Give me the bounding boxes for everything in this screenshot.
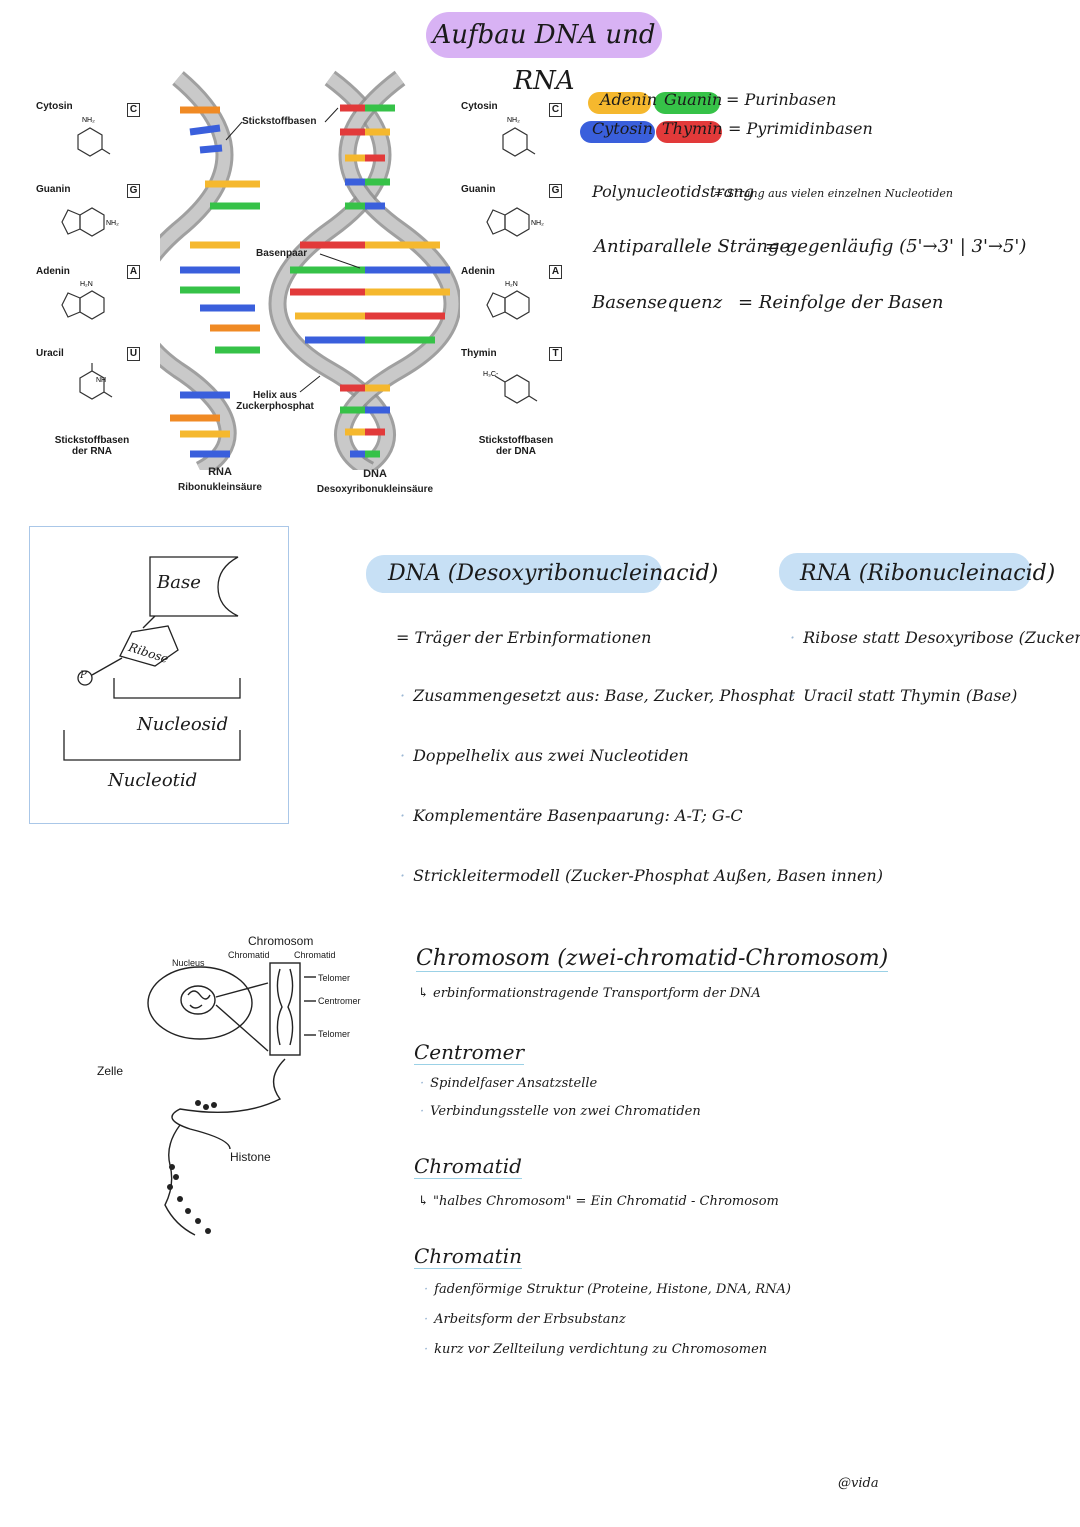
dna-bases-caption-1: Stickstoffbasen: [478, 435, 554, 446]
stickstoffbasen-label: Stickstoffbasen: [242, 116, 317, 127]
dna-item: ·Zusammengesetzt aus: Base, Zucker, Phos…: [400, 686, 795, 705]
dna-item: = Träger der Erbinformationen: [396, 628, 652, 647]
dna-guanin-label: Guanin: [461, 184, 496, 195]
note-purin: = Purinbasen: [726, 90, 837, 109]
rna-guanin-label: Guanin: [36, 184, 71, 195]
adenin-highlight: [588, 92, 651, 114]
nh2-label: NH₂: [531, 220, 544, 227]
dna-thymin-letter: T: [549, 347, 562, 361]
note-seq-def: = Reinfolge der Basen: [738, 292, 944, 313]
zelle-label: Zelle: [97, 1064, 124, 1078]
centromer-item: ·Spindelfaser Ansatzstelle: [420, 1076, 598, 1091]
nucleotid-label: Nucleotid: [108, 770, 198, 791]
chromosom-label: Chromosom: [248, 934, 314, 948]
nucleotide-diagram: [63, 556, 241, 761]
rna-helix-title: RNA: [208, 466, 232, 478]
signature: @vida: [838, 1476, 879, 1491]
chromatid-subtext: ↳ "halbes Chromosom" = Ein Chromatid - C…: [418, 1194, 779, 1209]
rna-helix-subtitle: Ribonukleinsäure: [178, 482, 262, 493]
nucleosid-label: Nucleosid: [137, 714, 229, 735]
basenpaar-label: Basenpaar: [256, 248, 308, 259]
chromatin-heading: Chromatin: [414, 1244, 522, 1269]
histone-label: Histone: [230, 1150, 271, 1164]
nh2-label: NH₂: [106, 220, 119, 227]
note-guanin: Guanin: [664, 90, 723, 109]
page-title: Aufbau DNA und RNA: [432, 20, 656, 96]
phosphate-label: P: [80, 670, 87, 681]
h3c-label: H₃C-: [483, 371, 499, 378]
rna-base-structures: NH₂ NH₂ H₂N NH: [61, 117, 119, 400]
cytosin-highlight: [580, 121, 655, 143]
note-anti-def: = gegenläufig (5'→3' | 3'→5'): [765, 236, 1027, 257]
note-poly-def: = Strang aus vielen einzelnen Nucleotide…: [714, 187, 953, 200]
telomer-top-label: Telomer: [318, 973, 351, 983]
chromatid-left-label: Chromatid: [228, 950, 270, 960]
rna-item: ·Uracil statt Thymin (Base): [790, 686, 1018, 705]
dna-helix-subtitle: Desoxyribonukleinsäure: [316, 484, 434, 495]
rna-heading-highlight: [779, 553, 1031, 591]
chromatin-item: ·fadenförmige Struktur (Proteine, Histon…: [424, 1282, 791, 1297]
nh-label: NH: [96, 377, 106, 384]
rna-adenin-label: Adenin: [36, 266, 70, 277]
chromatid-right-label: Chromatid: [294, 950, 336, 960]
rna-adenin-letter: A: [127, 265, 140, 279]
dna-cytosin-letter: C: [549, 103, 562, 117]
rna-cytosin-label: Cytosin: [36, 101, 73, 112]
dna-heading: DNA (Desoxyribonucleinacid): [388, 561, 719, 586]
note-adenin: Adenin: [600, 90, 657, 109]
dna-adenin-label: Adenin: [461, 266, 495, 277]
chromosom-subtext: ↳ erbinformationstragende Transportform …: [418, 986, 761, 1001]
rna-bases-caption-2: der RNA: [71, 446, 112, 457]
rna-bases-caption-1: Stickstoffbasen: [54, 435, 130, 446]
telomer-bottom-label: Telomer: [318, 1029, 351, 1039]
dna-adenin-letter: A: [549, 265, 562, 279]
nucleus-label: Nucleus: [172, 958, 205, 968]
dna-base-structures: NH₂ NH₂ H₂N H₃C-: [483, 117, 544, 404]
note-seq-term: Basensequenz: [592, 292, 723, 313]
dna-helix-title: DNA: [363, 468, 387, 480]
centromer-label: Centromer: [318, 996, 361, 1006]
dna-cytosin-label: Cytosin: [461, 101, 498, 112]
nh2-label: NH₂: [82, 117, 95, 124]
dna-item: ·Strickleitermodell (Zucker-Phosphat Auß…: [400, 866, 883, 885]
centromer-item: ·Verbindungsstelle von zwei Chromatiden: [420, 1104, 701, 1119]
h2n-label: H₂N: [505, 281, 518, 288]
base-label: Base: [157, 572, 201, 593]
thymin-highlight: [656, 121, 722, 143]
nucleotide-diagram-frame: [29, 526, 289, 824]
note-poly-term: Polynucleotidstrang: [592, 182, 754, 201]
dna-guanin-letter: G: [549, 184, 562, 198]
chromatid-heading: Chromatid: [414, 1154, 522, 1179]
chromatin-item: ·Arbeitsform der Erbsubstanz: [424, 1312, 626, 1327]
rna-uracil-letter: U: [127, 347, 140, 361]
chromosom-heading: Chromosom (zwei-chromatid-Chromosom): [416, 946, 889, 972]
helix-illustration: [160, 70, 460, 470]
note-thymin: Thymin: [662, 119, 723, 138]
helix-label-1: Helix aus: [253, 390, 297, 401]
rna-guanin-letter: G: [127, 184, 140, 198]
rna-item: ·Ribose statt Desoxyribose (Zucker): [790, 628, 1080, 647]
chromosome-illustration: [147, 962, 316, 1236]
note-anti-term: Antiparallele Stränge: [594, 236, 791, 257]
rna-heading: RNA (Ribonucleinacid): [800, 561, 1056, 586]
dna-bases-caption-2: der DNA: [495, 446, 536, 457]
dna-thymin-label: Thymin: [461, 348, 497, 359]
note-cytosin: Cytosin: [592, 119, 653, 138]
helix-label-2: Zuckerphosphat: [236, 401, 314, 412]
dna-item: ·Doppelhelix aus zwei Nucleotiden: [400, 746, 689, 765]
rna-cytosin-letter: C: [127, 103, 140, 117]
nh2-label: NH₂: [507, 117, 520, 124]
guanin-highlight: [654, 92, 720, 114]
rna-uracil-label: Uracil: [36, 348, 64, 359]
chromatin-item: ·kurz vor Zellteilung verdichtung zu Chr…: [424, 1342, 768, 1357]
note-pyrimidin: = Pyrimidinbasen: [728, 119, 873, 138]
centromer-heading: Centromer: [414, 1040, 525, 1065]
dna-item: ·Komplementäre Basenpaarung: A-T; G-C: [400, 806, 743, 825]
title-highlight: [426, 12, 662, 58]
dna-heading-highlight: [366, 555, 662, 593]
h2n-label: H₂N: [80, 281, 93, 288]
